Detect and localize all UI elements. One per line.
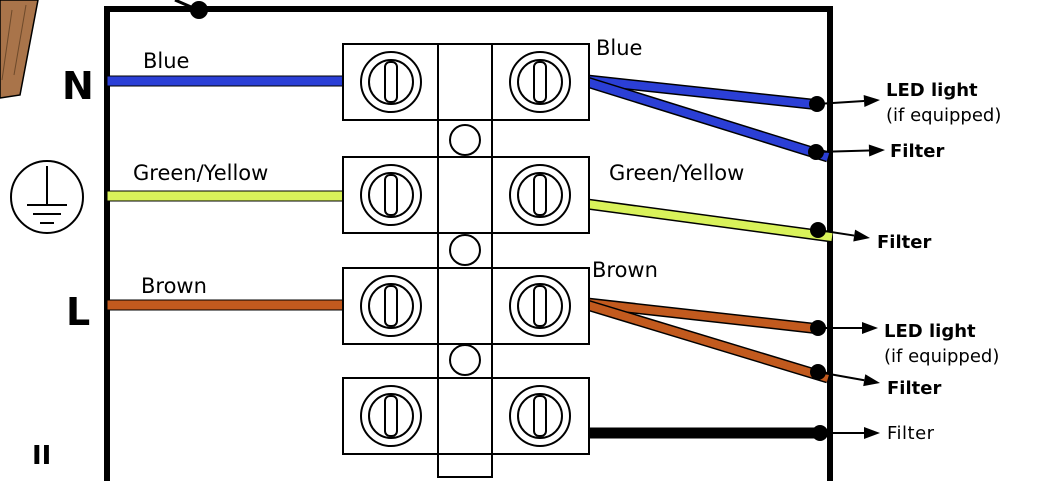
arrow-line-3 bbox=[817, 229, 855, 237]
arrow-line-1 bbox=[816, 100, 865, 105]
wood-fragment bbox=[0, 0, 39, 99]
screw-terminal-icon bbox=[509, 164, 571, 226]
brown-input-wire bbox=[106, 299, 346, 311]
blue-to-filter-wire-fill bbox=[585, 78, 830, 161]
screw-terminal-icon bbox=[360, 164, 422, 226]
arrow-right-icon bbox=[863, 95, 880, 108]
arrow-right-icon bbox=[853, 229, 870, 242]
brown-to-filter-wire-fill bbox=[585, 301, 830, 382]
top-junction-dot bbox=[190, 1, 208, 19]
mounting-hole-3 bbox=[449, 344, 481, 376]
mounting-hole-1 bbox=[449, 124, 481, 156]
output-label-6: Filter bbox=[887, 423, 935, 444]
output-label-4: LED light bbox=[884, 321, 976, 342]
ground-symbol-icon bbox=[10, 160, 84, 234]
brown-input-label: Brown bbox=[141, 274, 207, 298]
blue-input-label: Blue bbox=[143, 49, 189, 73]
screw-terminal-icon bbox=[360, 275, 422, 337]
terminal-box-outline bbox=[104, 6, 833, 481]
green-yellow-output-label: Green/Yellow bbox=[609, 161, 744, 185]
screw-terminal-icon bbox=[360, 51, 422, 113]
green-yellow-input-label: Green/Yellow bbox=[133, 161, 268, 185]
output-sub-1: (if equipped) bbox=[886, 105, 1001, 126]
live-label: L bbox=[66, 290, 90, 334]
output-label-2: Filter bbox=[890, 141, 944, 162]
blue-input-wire bbox=[106, 75, 346, 87]
green-yellow-output-wire-fill bbox=[586, 200, 833, 241]
screw-terminal-icon bbox=[509, 51, 571, 113]
arrow-right-icon bbox=[864, 427, 880, 439]
mounting-hole-2 bbox=[449, 234, 481, 266]
blue-to-led-wire-fill bbox=[586, 76, 821, 109]
green-yellow-input-wire bbox=[106, 190, 346, 202]
arrow-right-icon bbox=[863, 374, 880, 387]
brown-to-led-wire-fill bbox=[586, 299, 821, 333]
screw-terminal-icon bbox=[509, 385, 571, 447]
class-label: II bbox=[32, 441, 51, 471]
output-label-5: Filter bbox=[887, 378, 941, 399]
brown-output-label: Brown bbox=[592, 258, 658, 282]
neutral-label: N bbox=[62, 64, 94, 108]
screw-terminal-icon bbox=[509, 275, 571, 337]
output-label-1: LED light bbox=[886, 80, 978, 101]
output-sub-4: (if equipped) bbox=[884, 346, 999, 367]
output-label-3: Filter bbox=[877, 232, 931, 253]
arrow-line-2 bbox=[815, 149, 870, 153]
arrow-line-5 bbox=[817, 371, 865, 382]
arrow-right-icon bbox=[862, 322, 878, 334]
blue-output-label: Blue bbox=[596, 36, 642, 60]
arrow-right-icon bbox=[868, 144, 885, 157]
screw-terminal-icon bbox=[360, 385, 422, 447]
